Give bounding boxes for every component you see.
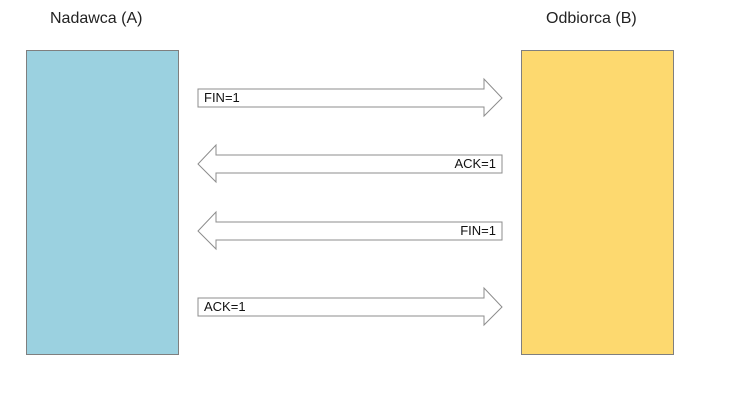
arrow-right-shape bbox=[197, 286, 503, 327]
arrow-left-shape bbox=[197, 143, 503, 184]
message-label-2: ACK=1 bbox=[454, 156, 496, 171]
sender-box bbox=[26, 50, 179, 355]
arrow-left-shape bbox=[197, 210, 503, 251]
message-label-4: ACK=1 bbox=[204, 299, 246, 314]
sender-title: Nadawca (A) bbox=[50, 10, 143, 27]
message-arrow-2: ACK=1 bbox=[197, 143, 503, 184]
message-arrow-4: ACK=1 bbox=[197, 286, 503, 327]
arrow-right-shape bbox=[197, 77, 503, 118]
message-label-3: FIN=1 bbox=[460, 223, 496, 238]
message-arrow-1: FIN=1 bbox=[197, 77, 503, 118]
receiver-title: Odbiorca (B) bbox=[546, 10, 637, 27]
message-arrow-3: FIN=1 bbox=[197, 210, 503, 251]
receiver-box bbox=[521, 50, 674, 355]
message-label-1: FIN=1 bbox=[204, 90, 240, 105]
